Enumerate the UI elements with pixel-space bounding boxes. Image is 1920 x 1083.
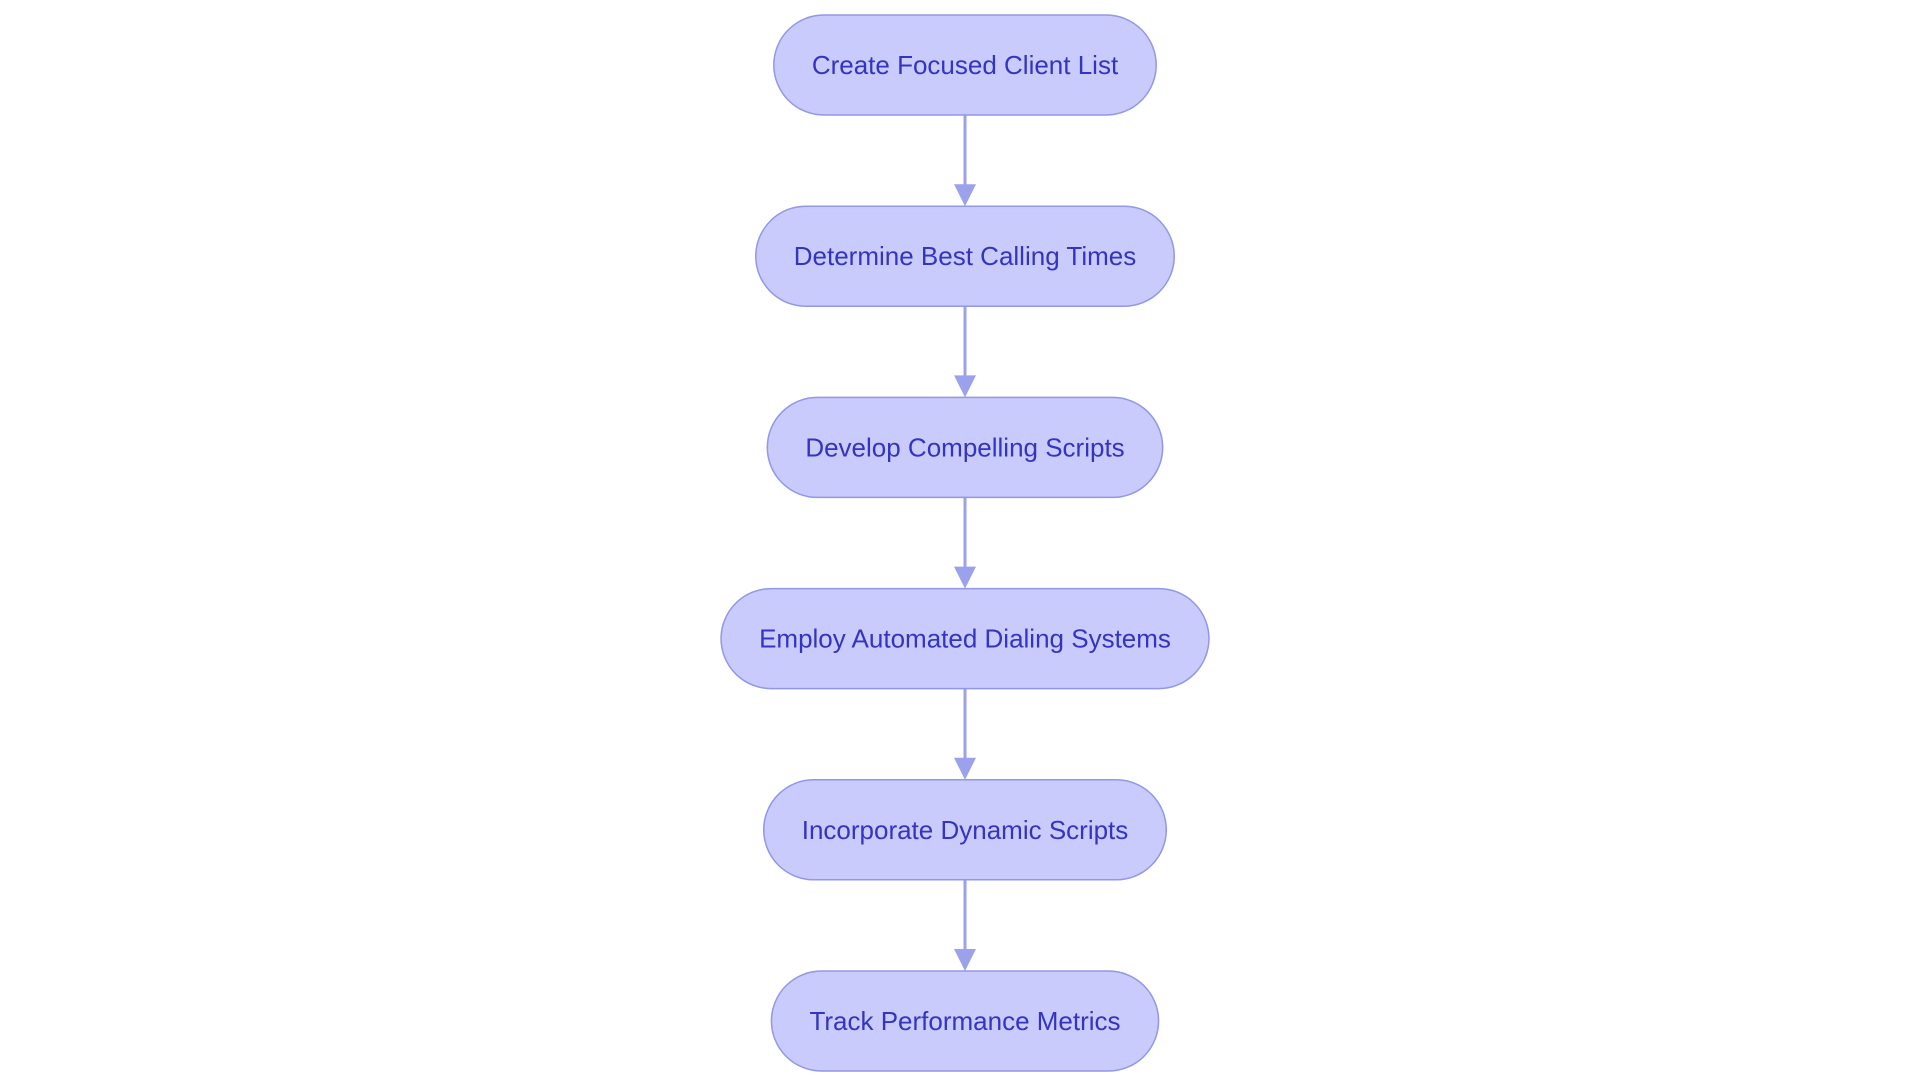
flow-node-shape bbox=[773, 14, 1157, 116]
flow-arrow-head bbox=[954, 757, 976, 780]
flow-node-shape bbox=[755, 205, 1175, 307]
flow-node-n4: Employ Automated Dialing Systems bbox=[720, 587, 1210, 690]
edges-layer bbox=[954, 115, 976, 971]
flow-node-n1: Create Focused Client List bbox=[773, 14, 1157, 116]
flow-node-label: Determine Best Calling Times bbox=[794, 241, 1136, 271]
flow-edge-n3-n4 bbox=[954, 497, 976, 589]
flow-arrow-head bbox=[954, 949, 976, 971]
flow-arrow-head bbox=[954, 184, 976, 207]
flow-node-shape bbox=[766, 396, 1164, 499]
flow-edge-n4-n5 bbox=[954, 688, 976, 780]
flow-node-n3: Develop Compelling Scripts bbox=[766, 396, 1164, 499]
flow-node-label: Employ Automated Dialing Systems bbox=[759, 624, 1171, 654]
flow-edge-n5-n6 bbox=[954, 879, 976, 971]
flow-node-n2: Determine Best Calling Times bbox=[755, 205, 1175, 307]
flow-node-label: Track Performance Metrics bbox=[809, 1006, 1120, 1036]
flow-arrow-head bbox=[954, 375, 976, 398]
flow-edge-n1-n2 bbox=[954, 115, 976, 207]
flow-node-n6: Track Performance Metrics bbox=[770, 970, 1160, 1072]
flow-node-shape bbox=[762, 779, 1168, 881]
flow-node-shape bbox=[770, 970, 1160, 1072]
flow-node-shape bbox=[720, 587, 1210, 690]
flow-arrow-head bbox=[954, 566, 976, 589]
flow-edge-n2-n3 bbox=[954, 306, 976, 398]
flow-node-label: Incorporate Dynamic Scripts bbox=[802, 815, 1129, 845]
flow-node-label: Develop Compelling Scripts bbox=[805, 432, 1124, 462]
flow-node-n5: Incorporate Dynamic Scripts bbox=[762, 779, 1168, 881]
flow-node-label: Create Focused Client List bbox=[812, 50, 1119, 80]
